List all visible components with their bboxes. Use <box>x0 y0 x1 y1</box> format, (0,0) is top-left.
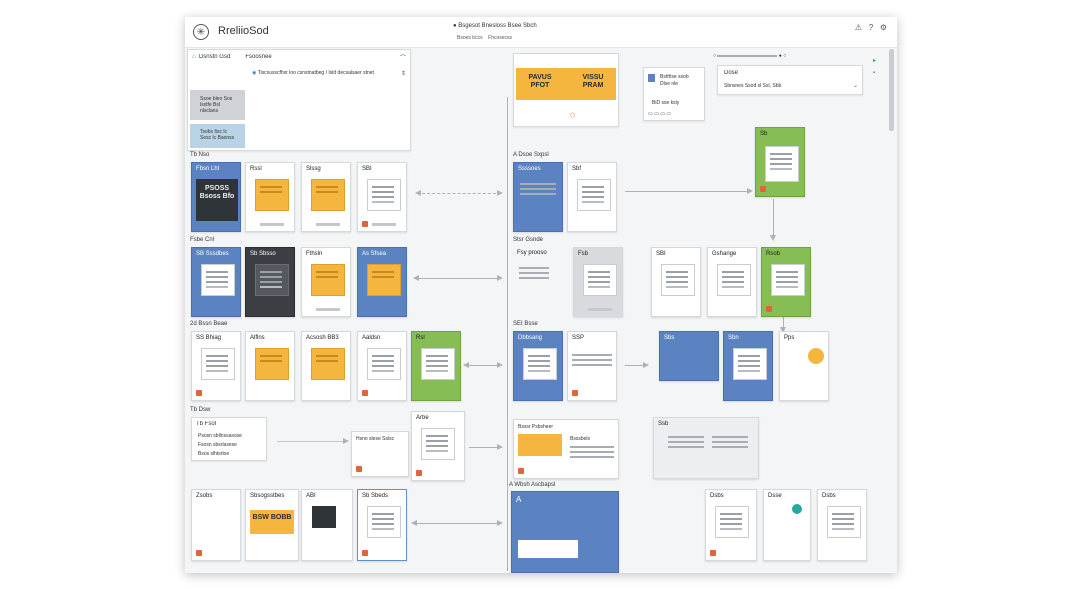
help-icon[interactable]: ? <box>868 23 874 32</box>
badge-icon <box>808 348 824 364</box>
doc-card[interactable]: Alflns <box>245 331 295 401</box>
doc-icon <box>648 74 655 82</box>
doc-card[interactable]: Sb Sbsso <box>245 247 295 317</box>
doc-card[interactable]: Arbe <box>411 411 465 481</box>
top-right-panel: Dose Sbnsnes Ssod sl Ssl, Sbb ⌄ <box>717 65 863 95</box>
flow-arrow <box>625 188 753 194</box>
thumb-card-2[interactable]: Tsobs ltsc lc Sosc lc Baonss <box>190 124 245 148</box>
badge-icon <box>792 504 802 514</box>
doc-card[interactable]: Sbf <box>567 162 617 232</box>
doc-card[interactable]: SSP <box>567 331 617 401</box>
thumb-card-1[interactable]: Ssoe bleo Sos lsstfe Bsl nlsclans <box>190 90 245 120</box>
chevron-down-icon[interactable]: ⌄ <box>852 83 858 89</box>
flow-arrow <box>411 520 503 526</box>
doc-card[interactable]: Dsse <box>763 489 811 561</box>
row-label: A Dsoe Sxpsl <box>513 152 549 158</box>
row-label: Fsbe Cnl <box>190 237 215 243</box>
close-icon[interactable]: ⌒ <box>399 56 406 62</box>
doc-card[interactable]: Ssssoes <box>513 162 563 232</box>
link-icon[interactable]: ⬡ <box>570 113 576 119</box>
sub-breadcrumb: Bsoes bccs Fhcosecss <box>457 35 513 41</box>
panel-title: Dose <box>724 70 739 76</box>
doc-card[interactable]: Fbsn Lhl PSOSS Bsoss Bfo <box>191 162 241 232</box>
settings-icon[interactable]: ⚙ <box>879 23 887 32</box>
connector-line <box>507 97 508 571</box>
doc-card[interactable]: Rsob <box>761 247 811 317</box>
connector-arrow <box>770 199 776 241</box>
row-label: Tb Dsw <box>190 407 211 413</box>
app-title: RreliioSod <box>218 25 269 37</box>
doc-card[interactable]: Sbs <box>659 331 719 381</box>
flow-arrow <box>469 444 503 450</box>
side-panel: Tb Fsol Psosn sbllnssasose Fsosn sbsrlas… <box>191 417 267 461</box>
image-thumb <box>312 506 336 528</box>
doc-card[interactable]: Rsl <box>411 331 461 401</box>
row-label: Tb Nso <box>190 152 210 158</box>
doc-card[interactable]: SBI <box>651 247 701 317</box>
doc-card[interactable]: Slssg <box>301 162 351 232</box>
flow-arrow <box>463 362 503 368</box>
home-icon[interactable]: ⌂ <box>192 54 196 60</box>
doc-card[interactable]: Gshange <box>707 247 757 317</box>
row-label: 2d Bssn Beae <box>190 321 228 327</box>
flow-arrow <box>413 275 503 281</box>
connector-arrow <box>780 309 786 333</box>
app-header: ✳ RreliioSod ● Bsgesot Bnesloss Bsee Sbc… <box>185 17 897 48</box>
doc-card[interactable]: As Sfsea <box>357 247 407 317</box>
doc-card[interactable]: Sb Sbeds <box>357 489 407 561</box>
doc-card[interactable]: Bsssr Psbsheer Bsssbels <box>513 419 619 479</box>
row-label: SEI Bsse <box>513 321 538 327</box>
doc-card[interactable]: SBI <box>357 162 407 232</box>
flow-arrow <box>415 190 503 196</box>
panel-line: ◉ Tiscsusscfhxr loo csnstnatbeg / Isld d… <box>252 70 374 76</box>
row-label: Stsr Gsnde <box>513 237 544 243</box>
doc-card[interactable]: Sb <box>755 127 805 197</box>
breadcrumb[interactable]: ● Bsgesot Bnesloss Bsee Sbch <box>453 23 537 29</box>
panel-title: Dsnstn Gsd <box>198 54 231 60</box>
doc-card[interactable]: Dbbsang <box>513 331 563 401</box>
vertical-scrollbar[interactable] <box>889 49 894 131</box>
doc-card[interactable]: Aaldsn <box>357 331 407 401</box>
top-mini-card[interactable]: Bstfrlse ssob Dlse nle BiD sse ksly ▭ ▭ … <box>643 67 705 121</box>
doc-card[interactable]: Rssl <box>245 162 295 232</box>
doc-card[interactable]: Dsbs <box>705 489 757 561</box>
doc-card[interactable]: Pps <box>779 331 829 401</box>
doc-card[interactable]: ABI <box>301 489 353 561</box>
app-logo-icon: ✳ <box>193 24 209 40</box>
yellow-banner: PAVUS PFOT VISSU PRAM <box>516 68 616 100</box>
alert-icon[interactable]: ⚠ <box>854 23 863 32</box>
flow-arrow <box>277 438 349 444</box>
doc-card[interactable]: Sbsogsstbes BSW BOBB <box>245 489 299 561</box>
panel-subtitle: Fsoosnee <box>245 54 272 60</box>
doc-card[interactable]: Fsb <box>573 247 623 317</box>
side-tool-icons[interactable]: ▸▪ <box>873 58 877 76</box>
status-icon: ◉ <box>252 70 257 76</box>
doc-card[interactable]: Fsy prooso <box>513 247 569 317</box>
app-window: ✳ RreliioSod ● Bsgesot Bnesloss Bsee Sbc… <box>185 17 897 573</box>
doc-card[interactable]: A <box>511 491 619 573</box>
doc-card[interactable]: Sbn <box>723 331 773 401</box>
doc-card[interactable]: Acsosh BB3 <box>301 331 351 401</box>
row-label: A Wbsh Ascbapsl <box>509 482 556 488</box>
header-icons: ⚠ ? ⚙ <box>855 23 887 32</box>
flow-arrow <box>625 362 649 368</box>
doc-card[interactable]: Ssb <box>653 417 759 479</box>
radio-row[interactable]: ○ ● ○ <box>713 53 787 59</box>
top-center-card[interactable]: PAVUS PFOT VISSU PRAM ⬡ <box>513 53 619 127</box>
doc-card[interactable]: SS Bhiag <box>191 331 241 401</box>
scroll-icon[interactable]: ⇕ <box>400 71 406 77</box>
doc-card[interactable]: Fthsln <box>301 247 351 317</box>
yellow-banner <box>518 434 562 456</box>
top-left-panel: ⌂ Dsnstn Gsd Fsoosnee ⌒ ◉ Tiscsusscfhxr … <box>187 49 411 151</box>
mini-card-icons: ▭ ▭ ▭ ▭ <box>648 111 672 117</box>
doc-card[interactable]: Dsbs <box>817 489 867 561</box>
doc-card[interactable]: Hsno slese Sslsc <box>351 431 409 477</box>
doc-card[interactable]: Zsobs <box>191 489 241 561</box>
doc-card[interactable]: SB Sssdbes <box>191 247 241 317</box>
